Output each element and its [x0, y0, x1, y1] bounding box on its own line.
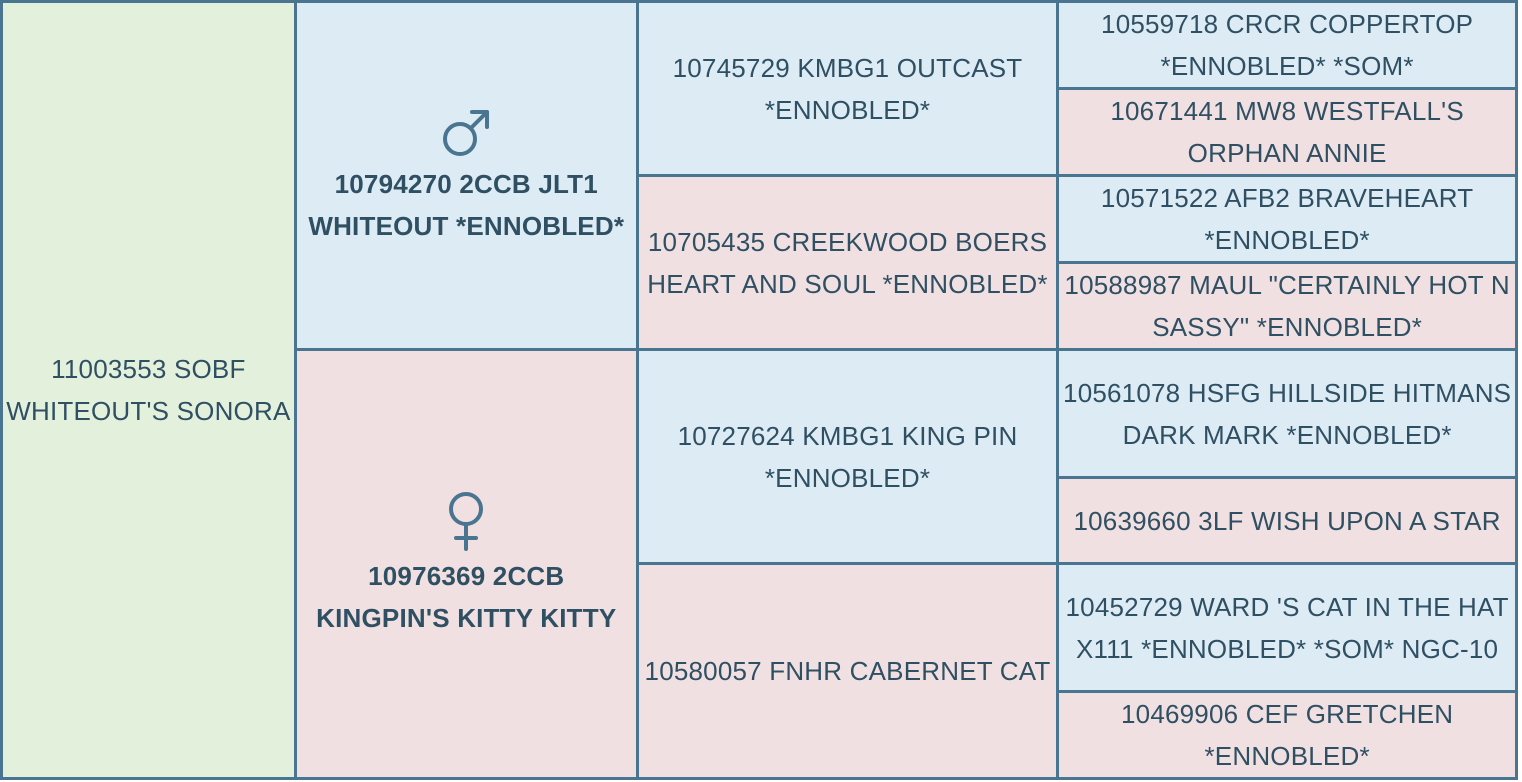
dam-dam-cell: 10580057 FNHR CABERNET CAT — [635, 562, 1060, 780]
sire-dam-dam-cell: 10588987 MAUL "CERTAINLY HOT N SASSY" *E… — [1056, 261, 1518, 351]
sire-cell: 10794270 2CCB JLT1 WHITEOUT *ENNOBLED* — [293, 0, 639, 351]
subject-name: 11003553 SOBF WHITEOUT'S SONORA — [6, 354, 291, 426]
sire-dam-sire-name: 10571522 AFB2 BRAVEHEART *ENNOBLED* — [1100, 183, 1474, 255]
female-symbol-icon — [449, 492, 484, 551]
dam-cell: 10976369 2CCB KINGPIN'S KITTY KITTY — [293, 348, 639, 780]
dam-dam-name: 10580057 FNHR CABERNET CAT — [644, 656, 1051, 686]
sire-name: 10794270 2CCB JLT1 WHITEOUT *ENNOBLED* — [308, 168, 625, 241]
dam-sire-sire-cell: 10561078 HSFG HILLSIDE HITMANS DARK MARK… — [1056, 348, 1518, 479]
dam-dam-dam-name: 10469906 CEF GRETCHEN *ENNOBLED* — [1121, 699, 1454, 771]
dam-sire-dam-cell: 10639660 3LF WISH UPON A STAR — [1056, 476, 1518, 565]
dam-name: 10976369 2CCB KINGPIN'S KITTY KITTY — [316, 561, 617, 633]
sire-dam-name: 10705435 CREEKWOOD BOERS HEART AND SOUL … — [647, 226, 1048, 299]
subject-cell: 11003553 SOBF WHITEOUT'S SONORA — [0, 0, 297, 780]
sire-dam-dam-name: 10588987 MAUL "CERTAINLY HOT N SASSY" *E… — [1064, 270, 1510, 342]
dam-dam-sire-cell: 10452729 WARD 'S CAT IN THE HAT X111 *EN… — [1056, 562, 1518, 693]
sire-dam-cell: 10705435 CREEKWOOD BOERS HEART AND SOUL … — [635, 174, 1060, 351]
sire-dam-sire-cell: 10571522 AFB2 BRAVEHEART *ENNOBLED* — [1056, 174, 1518, 264]
sire-sire-dam-cell: 10671441 MW8 WESTFALL'S ORPHAN ANNIE — [1056, 87, 1518, 177]
dam-dam-dam-cell: 10469906 CEF GRETCHEN *ENNOBLED* — [1056, 690, 1518, 780]
male-symbol-icon — [443, 109, 490, 156]
sire-sire-cell: 10745729 KMBG1 OUTCAST *ENNOBLED* — [635, 0, 1060, 177]
dam-dam-sire-name: 10452729 WARD 'S CAT IN THE HAT X111 *EN… — [1065, 591, 1509, 664]
sire-sire-name: 10745729 KMBG1 OUTCAST *ENNOBLED* — [672, 52, 1023, 125]
dam-sire-dam-name: 10639660 3LF WISH UPON A STAR — [1073, 505, 1501, 536]
sire-sire-sire-name: 10559718 CRCR COPPERTOP *ENNOBLED* *SOM* — [1101, 9, 1474, 81]
dam-sire-sire-name: 10561078 HSFG HILLSIDE HITMANS DARK MARK… — [1063, 377, 1512, 450]
sire-sire-dam-name: 10671441 MW8 WESTFALL'S ORPHAN ANNIE — [1110, 96, 1464, 168]
dam-sire-name: 10727624 KMBG1 KING PIN *ENNOBLED* — [677, 420, 1018, 493]
sire-sire-sire-cell: 10559718 CRCR COPPERTOP *ENNOBLED* *SOM* — [1056, 0, 1518, 90]
dam-sire-cell: 10727624 KMBG1 KING PIN *ENNOBLED* — [635, 348, 1060, 565]
